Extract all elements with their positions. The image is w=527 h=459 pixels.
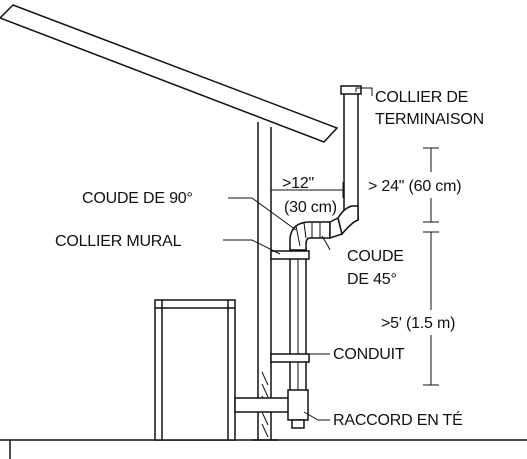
label-clearance-above-roof: > 24" (60 cm): [368, 178, 461, 195]
label-elbow-45: COUDE DE 45°: [347, 248, 404, 288]
floor: [0, 439, 527, 459]
elbow-90: [289, 221, 331, 251]
label-termination-clamp-line2: TERMINAISON: [375, 111, 484, 128]
label-conduit: CONDUIT: [333, 346, 405, 363]
dimension-above-tee: [423, 231, 439, 386]
label-elbow-45-line1: COUDE: [347, 248, 404, 265]
label-wall-clamp: COLLIER MURAL: [55, 233, 182, 250]
exterior-riser-pipe: [337, 91, 359, 236]
label-termination-clamp: COLLIER DE TERMINAISON: [375, 89, 484, 128]
termination-cap: [340, 85, 362, 95]
label-termination-clamp-line1: COLLIER DE: [375, 89, 468, 106]
wall-clamp-lower: [270, 353, 310, 363]
label-elbow-45-line2: DE 45°: [347, 271, 397, 288]
leader-lines: [223, 87, 373, 421]
dimension-above-roof: [423, 147, 439, 223]
label-offset-line2: (30 cm): [284, 199, 337, 216]
label-elbow-90: COUDE DE 90°: [82, 190, 193, 207]
label-offset-line1: >12": [282, 175, 314, 192]
appliance-stove: [154, 299, 236, 441]
roof: [0, 4, 339, 143]
label-tee-connector: RACCORD EN TÉ: [333, 410, 463, 429]
tee-connector: [287, 389, 309, 429]
house-wall: [252, 122, 278, 441]
conduit-pipe: [289, 247, 307, 409]
wall-clamp-upper: [270, 250, 310, 260]
label-height-above-tee: >5' (1.5 m): [381, 315, 455, 332]
dimension-offset-from-wall: [271, 182, 344, 198]
label-offset-from-wall: >12" (30 cm): [282, 175, 337, 216]
